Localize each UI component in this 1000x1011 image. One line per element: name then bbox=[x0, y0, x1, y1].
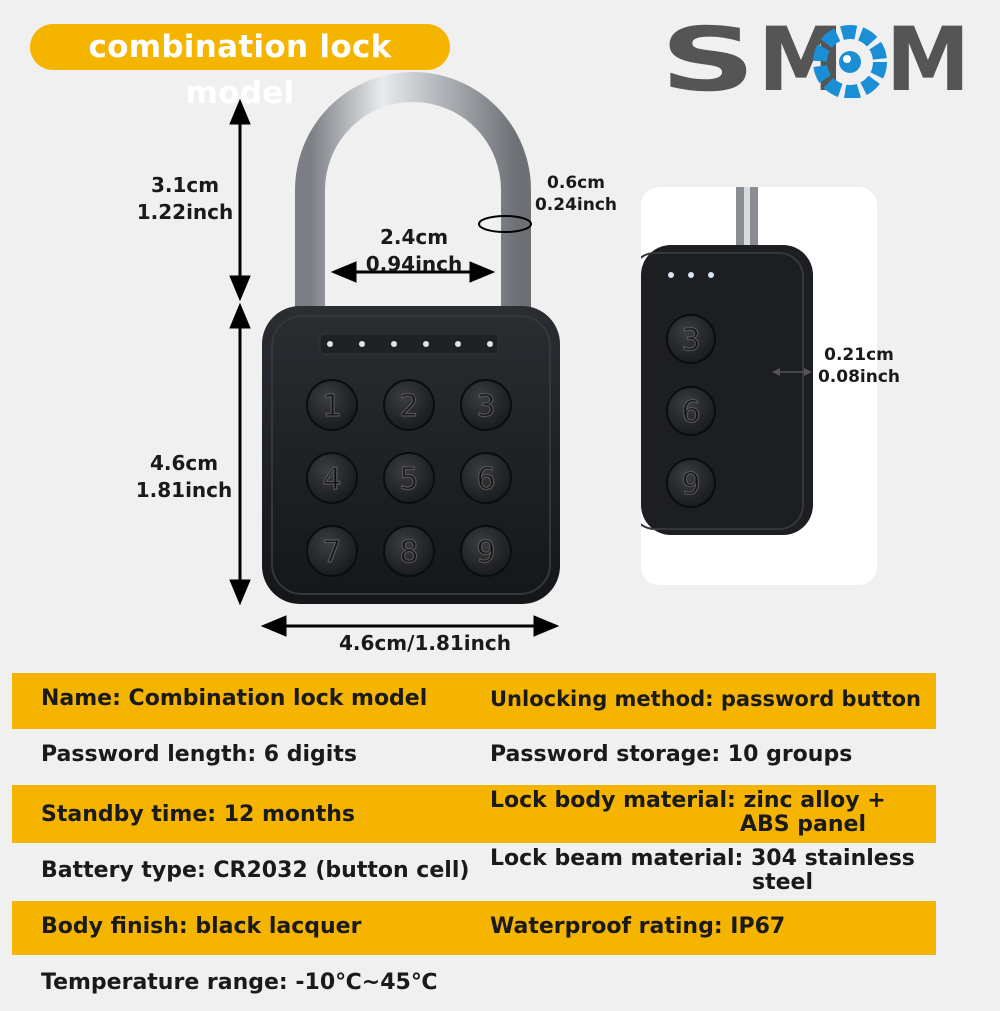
keypad-key-5[interactable]: 5 bbox=[383, 452, 435, 504]
shackle bbox=[295, 72, 531, 320]
spec-unlocking-method: Unlocking method: password button bbox=[490, 687, 921, 711]
body-width-arrow bbox=[260, 615, 560, 637]
spec-row: Name: Combination lock model Unlocking m… bbox=[12, 673, 936, 729]
keypad-key-9[interactable]: 9 bbox=[460, 525, 512, 577]
spec-lock-beam-material: Lock beam material: 304 stainless steel bbox=[490, 846, 915, 895]
keypad-digit: 4 bbox=[322, 462, 341, 497]
shackle-width-cm: 2.4cm bbox=[379, 225, 449, 249]
spec-waterproof-rating: Waterproof rating: IP67 bbox=[490, 914, 786, 939]
spec-password-length: Password length: 6 digits bbox=[41, 742, 357, 767]
spec-row: Standby time: 12 months Lock body materi… bbox=[12, 785, 936, 843]
keypad-key-2[interactable]: 2 bbox=[383, 379, 435, 431]
keypad-digit: 5 bbox=[399, 462, 418, 497]
side-key-9: 9 bbox=[666, 458, 716, 508]
spec-row: Temperature range: -10℃~45℃ bbox=[12, 955, 936, 1011]
keypad-key-7[interactable]: 7 bbox=[306, 525, 358, 577]
body-height-cm: 4.6cm bbox=[149, 451, 219, 475]
spec-row: Battery type: CR2032 (button cell) Lock … bbox=[12, 843, 936, 901]
spec-lock-body-material: Lock body material: zinc alloy + ABS pan… bbox=[490, 788, 886, 837]
keypad-digit: 3 bbox=[476, 389, 495, 424]
keypad-digit: 1 bbox=[322, 389, 341, 424]
shackle-height-arrow bbox=[229, 98, 251, 302]
body-width-label: 4.6cm/1.81inch bbox=[339, 631, 511, 655]
brand-logo: S M M bbox=[660, 18, 970, 98]
svg-text:M: M bbox=[886, 18, 970, 98]
shackle-height-inch: 1.22inch bbox=[136, 200, 234, 224]
body-height-inch: 1.81inch bbox=[135, 478, 233, 502]
side-key-digit: 3 bbox=[681, 323, 700, 358]
spec-temperature-range: Temperature range: -10℃~45℃ bbox=[41, 970, 438, 995]
spec-row: Password length: 6 digits Password stora… bbox=[12, 729, 936, 785]
side-key-6: 6 bbox=[666, 386, 716, 436]
side-key-digit: 9 bbox=[681, 467, 700, 502]
panel-thickness-cm: 0.21cm bbox=[824, 345, 894, 365]
keypad-digit: 7 bbox=[322, 535, 341, 570]
keypad-key-6[interactable]: 6 bbox=[460, 452, 512, 504]
camera-lens-icon bbox=[813, 25, 887, 98]
spec-standby-time: Standby time: 12 months bbox=[41, 802, 355, 827]
keypad-key-3[interactable]: 3 bbox=[460, 379, 512, 431]
shackle-diameter-marker bbox=[478, 215, 532, 233]
spec-password-storage: Password storage: 10 groups bbox=[490, 742, 853, 767]
model-tag: combination lock model bbox=[30, 24, 450, 111]
keypad-key-1[interactable]: 1 bbox=[306, 379, 358, 431]
side-key-digit: 6 bbox=[681, 395, 700, 430]
shackle-height-cm: 3.1cm bbox=[150, 173, 220, 197]
shackle-width-inch: 0.94inch bbox=[365, 252, 463, 276]
keypad-digit: 9 bbox=[476, 535, 495, 570]
keypad-digit: 2 bbox=[399, 389, 418, 424]
keypad: 1 2 3 4 5 6 7 8 9 bbox=[306, 379, 512, 577]
shackle-diameter-cm: 0.6cm bbox=[547, 173, 605, 193]
spec-table: Name: Combination lock model Unlocking m… bbox=[12, 673, 936, 1011]
svg-text:S: S bbox=[660, 18, 756, 98]
shackle-diameter-inch: 0.24inch bbox=[534, 195, 618, 215]
shackle-width-arrow bbox=[330, 261, 496, 283]
indicator-leds bbox=[319, 333, 499, 355]
spec-name: Name: Combination lock model bbox=[41, 686, 428, 711]
side-view-card: 3 6 9 bbox=[641, 187, 877, 585]
spec-body-finish: Body finish: black lacquer bbox=[41, 914, 362, 939]
panel-thickness-inch: 0.08inch bbox=[817, 367, 901, 387]
keypad-digit: 8 bbox=[399, 535, 418, 570]
side-key-3: 3 bbox=[666, 314, 716, 364]
spec-battery-type: Battery type: CR2032 (button cell) bbox=[41, 858, 470, 883]
spec-row: Body finish: black lacquer Waterproof ra… bbox=[12, 901, 936, 955]
body-height-arrow bbox=[229, 302, 251, 606]
keypad-key-4[interactable]: 4 bbox=[306, 452, 358, 504]
keypad-key-8[interactable]: 8 bbox=[383, 525, 435, 577]
keypad-digit: 6 bbox=[476, 462, 495, 497]
